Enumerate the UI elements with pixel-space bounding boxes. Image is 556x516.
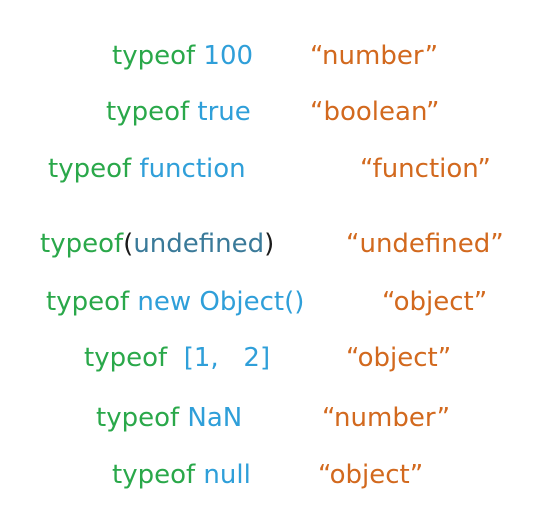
- typeof-operand: 100: [203, 41, 254, 71]
- typeof-operand: new Object(): [137, 287, 305, 317]
- typeof-operand: function: [139, 154, 246, 184]
- typeof-result: “object”: [346, 343, 452, 373]
- typeof-result: “undefined”: [346, 229, 504, 259]
- typeof-expression: typeof [1, 2]: [84, 338, 270, 378]
- typeof-result: “object”: [318, 460, 424, 490]
- typeof-expression: typeof function: [48, 149, 246, 189]
- typeof-row-array: typeof [1, 2] “object”: [0, 338, 556, 378]
- typeof-expression: typeof NaN: [96, 398, 242, 438]
- typeof-row-object-new: typeof new Object() “object”: [0, 282, 556, 322]
- typeof-keyword: typeof: [112, 41, 196, 71]
- typeof-result: “number”: [322, 403, 451, 433]
- typeof-expression: typeof null: [112, 455, 251, 495]
- typeof-keyword: typeof: [96, 403, 180, 433]
- close-paren: ): [264, 229, 275, 259]
- typeof-keyword: typeof: [106, 97, 190, 127]
- typeof-operand: [1, 2]: [183, 343, 271, 373]
- typeof-result: “object”: [382, 287, 488, 317]
- typeof-result: “number”: [310, 41, 439, 71]
- typeof-expression: typeof true: [106, 92, 251, 132]
- typeof-expression: typeof 100: [112, 36, 253, 76]
- typeof-operand: undefined: [133, 229, 265, 259]
- typeof-operand: NaN: [187, 403, 243, 433]
- typeof-operand: null: [203, 460, 251, 490]
- typeof-keyword: typeof: [48, 154, 132, 184]
- typeof-row-null: typeof null “object”: [0, 455, 556, 495]
- typeof-keyword: typeof: [84, 343, 168, 373]
- typeof-row-number: typeof 100 “number”: [0, 36, 556, 76]
- typeof-keyword: typeof: [112, 460, 196, 490]
- typeof-row-nan: typeof NaN “number”: [0, 398, 556, 438]
- open-paren: (: [123, 229, 134, 259]
- typeof-row-undefined: typeof(undefined) “undefined”: [0, 224, 556, 264]
- typeof-result: “function”: [360, 154, 491, 184]
- typeof-operand: true: [197, 97, 251, 127]
- typeof-result: “boolean”: [310, 97, 440, 127]
- typeof-keyword: typeof: [40, 229, 124, 259]
- typeof-keyword: typeof: [46, 287, 130, 317]
- typeof-expression: typeof(undefined): [40, 224, 274, 264]
- typeof-row-function: typeof function “function”: [0, 149, 556, 189]
- typeof-row-boolean: typeof true “boolean”: [0, 92, 556, 132]
- typeof-expression: typeof new Object(): [46, 282, 304, 322]
